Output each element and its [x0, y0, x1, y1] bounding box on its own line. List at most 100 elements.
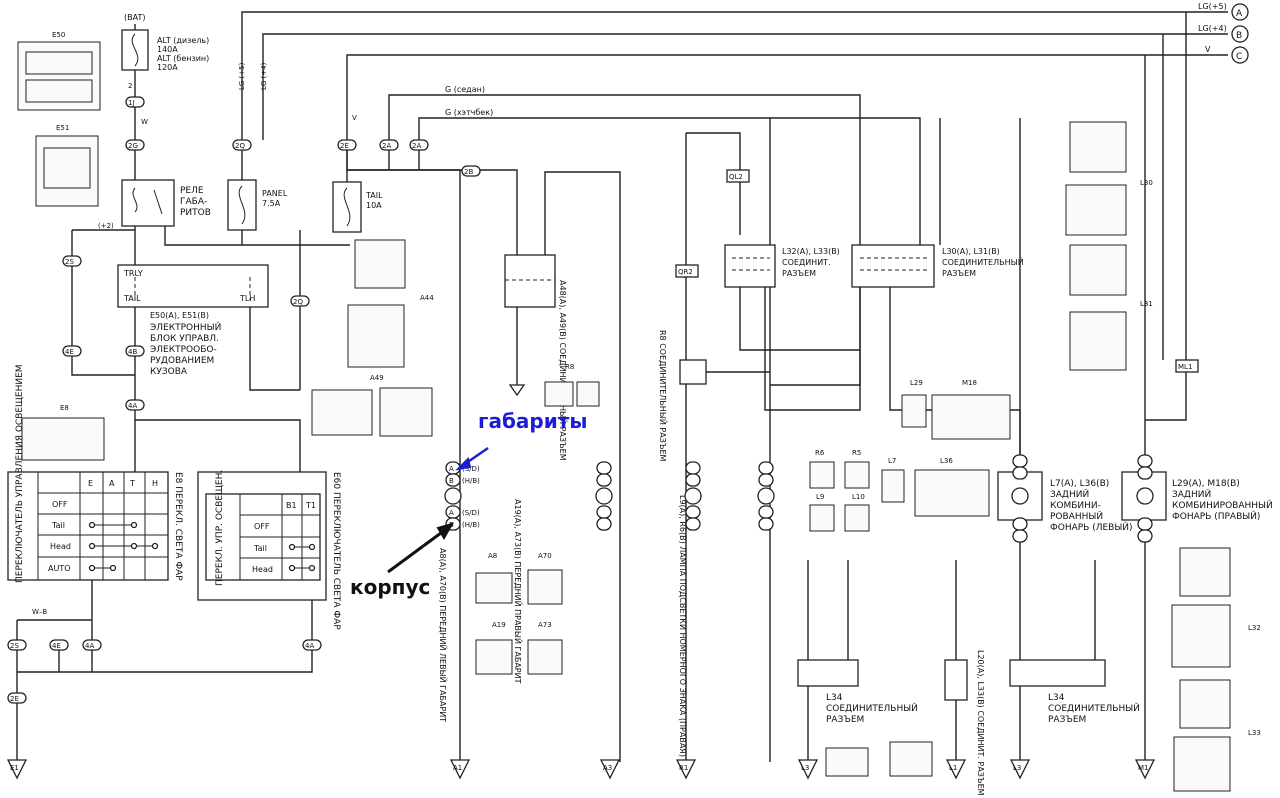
pin-1j: 1J — [128, 99, 135, 107]
bus-wire-a: LG(+5) — [1198, 2, 1227, 11]
relay-label-3: РИТОВ — [180, 208, 211, 218]
connector-a44: A44 — [347, 239, 434, 368]
l34-right-conn: L34 — [1048, 693, 1065, 703]
conn-a70-label: A70 — [538, 552, 552, 560]
dimmer-switch-table: B1 T1 OFF Tail Head ПЕРЕКЛ. УПР. ОСВЕЩЕН… — [197, 470, 341, 640]
pin-2e-lower: 2E — [10, 695, 19, 703]
g-hatch-label: G (хэтчбек) — [445, 108, 493, 117]
svg-text:(H/B): (H/B) — [462, 521, 480, 529]
tail-label: TAIL — [365, 191, 383, 200]
ground-r1: R1 — [679, 764, 688, 772]
sw1-vertical-label: ПЕРЕКЛЮЧАТЕЛЬ УПРАВЛЕНИЯ ОСВЕЩЕНИЕМ — [15, 364, 25, 583]
pin-2q-lower: 2Q — [293, 298, 303, 306]
ground-a1: A1 — [453, 764, 462, 772]
alt-petrol-amp: 120A — [157, 63, 178, 72]
alt-diesel: ALT (дизель) — [157, 36, 209, 45]
svg-text:LG (+5): LG (+5) — [238, 62, 246, 90]
ecu-line-5: КУЗОВА — [150, 367, 188, 377]
svg-text:(H/B): (H/B) — [462, 477, 480, 485]
alt-petrol: ALT (бензин) — [157, 54, 209, 63]
l30-line-3: РАЗЪЕМ — [942, 269, 976, 278]
connector-l30: L30(A), L31(B) СОЕДИНИТЕЛЬНЫЙ РАЗЪЕМ — [770, 118, 1024, 470]
sw2-col-t1: T1 — [305, 501, 316, 510]
pin-4e: 4E — [65, 348, 74, 356]
sw1-row-tail: Tail — [51, 521, 65, 530]
ground-l3: L3 — [801, 764, 809, 772]
license-plate-lamps: QL2 QR2 R8 СОЕДИНИТЕЛЬНЫЙ РАЗЪЕМ L9(A), … — [658, 118, 775, 780]
conn-e51-label: E51 — [56, 124, 69, 132]
l34-left-label-2: РАЗЪЕМ — [826, 715, 864, 725]
conn-r5-label: R5 — [852, 449, 861, 457]
g-sedan-label: G (седан) — [445, 85, 485, 94]
annotation-gabarity: габариты — [478, 409, 587, 433]
rl-lamp-l3: РОВАННЫЙ — [1050, 510, 1103, 522]
svg-text:W–B: W–B — [32, 608, 47, 616]
connector-r8: R8 — [544, 363, 600, 407]
pin-2a-left: 2A — [382, 142, 391, 150]
tlh-pin-label: TLH — [239, 294, 255, 303]
connector-e50: E50 — [17, 31, 101, 111]
l32-line-3: РАЗЪЕМ — [782, 269, 816, 278]
svg-text:(+2): (+2) — [98, 222, 114, 230]
rl-lamp-l2: КОМБИНИ- — [1050, 501, 1101, 511]
bus-label-b: B — [1236, 31, 1242, 41]
pin-2e: 2E — [340, 142, 349, 150]
bus-label-a: A — [1236, 9, 1243, 19]
fr-lamp-label: A19(A), A73(B) ПЕРЕДНИЙ ПРАВЫЙ ГАБАРИТ — [513, 499, 524, 684]
conn-l32-side: L32 — [1248, 624, 1261, 632]
annotations: габариты корпус — [350, 409, 587, 599]
rl-lamp-conn: L7(A), L36(B) — [1050, 479, 1109, 489]
r8-connector-label: R8 СОЕДИНИТЕЛЬНЫЙ РАЗЪЕМ — [658, 330, 669, 462]
pin-2s: 2S — [65, 258, 74, 266]
rr-lamp-l2: КОМБИНИРОВАННЫЙ — [1172, 499, 1273, 511]
conn-e8-label: E8 — [60, 404, 69, 412]
conn-l30-side: L30 — [1140, 179, 1153, 187]
conn-e50-label: E50 — [52, 31, 65, 39]
sw2-side-label: E60 ПЕРЕКЛЮЧАТЕЛЬ СВЕТА ФАР — [331, 472, 341, 630]
panel-amp: 7.5A — [262, 199, 281, 208]
connector-e8: E8 — [21, 404, 105, 461]
conn-l31-side: L31 — [1140, 300, 1153, 308]
left-feed: 2S 4E (+2) — [62, 222, 135, 376]
sw1-col-t: T — [129, 479, 135, 488]
sw2-row-head: Head — [252, 565, 273, 574]
l32-line-2: СОЕДИНИТ. — [782, 258, 831, 267]
conn-a73-label: A73 — [538, 621, 552, 629]
sw2-col-b1: B1 — [286, 501, 297, 510]
svg-text:B: B — [449, 477, 454, 485]
license-lamp-label: L9(A), R6(B) ЛАМПА ПОДСВЕТКИ НОМЕРНОГО З… — [678, 495, 687, 757]
trly-label: TRLY — [123, 269, 143, 278]
svg-text:A: A — [449, 465, 454, 473]
conn-a8-label: A8 — [488, 552, 497, 560]
conn-l7-label: L7 — [888, 457, 896, 465]
tail-amp: 10A — [366, 201, 382, 210]
light-switch-table: E A T H OFF Tail Head AUTO ПЕРЕКЛЮЧАТЕЛЬ… — [7, 364, 183, 640]
pin-4b: 4B — [128, 348, 137, 356]
connector-a49: A49 — [311, 374, 433, 437]
relay-label-2: ГАБА- — [180, 197, 207, 207]
annotation-korpus: корпус — [350, 575, 430, 599]
connector-e51: E51 — [35, 124, 99, 207]
connectors-center: L29 M18 R6 R5 L7 L36 L9 L10 — [809, 379, 1011, 532]
connectors-a8-a73: A8 A70 A19 A73 — [475, 552, 563, 675]
l32-label: L32(A), L33(B) — [782, 247, 840, 256]
conn-a19-label: A19 — [492, 621, 506, 629]
front-left-lamp: A8(A), A70(B) ПЕРЕДНИЙ ЛЕВЫЙ ГАБАРИТ A B… — [438, 461, 480, 780]
ground-a3: A3 — [603, 764, 612, 772]
relay-label-1: РЕЛЕ — [180, 186, 204, 196]
conn-l9-label: L9 — [816, 493, 824, 501]
panel-label: PANEL — [262, 189, 288, 198]
svg-text:2: 2 — [128, 82, 132, 90]
rear-left-lamp: L7(A), L36(B) ЗАДНИЙ КОМБИНИ- РОВАННЫЙ Ф… — [997, 118, 1133, 780]
rl-lamp-l1: ЗАДНИЙ — [1050, 488, 1089, 500]
sw1-col-a: A — [109, 479, 115, 488]
pin-2b: 2B — [464, 168, 473, 176]
ecu-line-1: ЭЛЕКТРОННЫЙ — [150, 321, 221, 333]
sw1-col-h: H — [152, 479, 158, 488]
l30-line-2: СОЕДИНИТЕЛЬНЫЙ — [942, 256, 1024, 267]
sw2-row-off: OFF — [254, 522, 270, 531]
conn-ql2: QL2 — [729, 173, 743, 181]
bus-wire-b: LG(+4) — [1198, 24, 1227, 33]
svg-text:(S/D): (S/D) — [462, 509, 480, 517]
ecu-connector: E50(A), E51(B) — [150, 311, 209, 320]
